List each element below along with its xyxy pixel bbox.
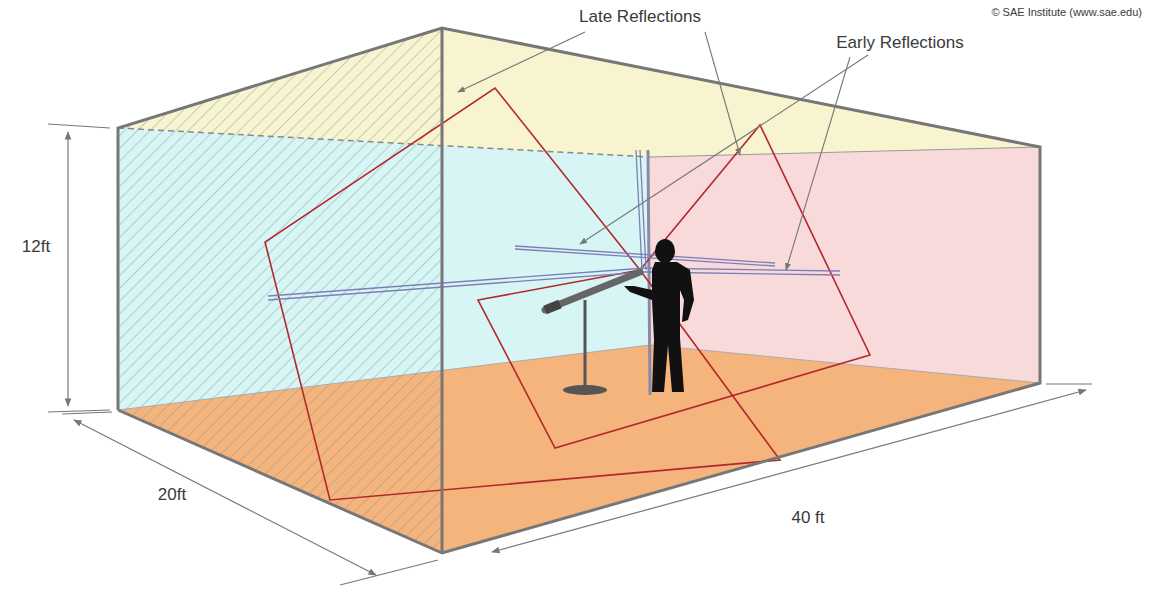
hidden-edge: [118, 128, 650, 157]
leader-line: [458, 32, 585, 92]
room-edge: [118, 345, 650, 410]
person-silhouette: [624, 239, 694, 392]
extension-line: [340, 560, 438, 585]
early-reflection-ray: [640, 150, 646, 270]
callout-label: Late Reflections: [579, 8, 701, 27]
leader-line: [705, 32, 740, 155]
length-dimension: [492, 390, 1086, 552]
room-outline: [118, 28, 1040, 553]
late-reflections: [265, 88, 870, 500]
extension-line: [62, 412, 112, 414]
leader-lines: [458, 32, 868, 270]
late-reflection-path: [478, 125, 870, 448]
leader-line: [786, 57, 850, 270]
extension-line: [1046, 383, 1092, 384]
dimension-label: 40 ft: [791, 509, 824, 528]
width-dimension: [74, 420, 376, 575]
right-wall: [650, 147, 1040, 383]
early-reflections: [268, 150, 840, 300]
extension-line: [48, 124, 110, 128]
extension-line: [48, 410, 110, 412]
room-edge: [650, 147, 1040, 157]
dimension-label: 20ft: [158, 486, 186, 505]
dimension-label: 12ft: [22, 238, 50, 257]
callout-label: Early Reflections: [836, 34, 964, 53]
late-reflection-path: [265, 88, 780, 500]
microphone-stand: [545, 272, 640, 395]
copyright-notice: © SAE Institute (www.sae.edu): [991, 6, 1142, 18]
height-dimension: [67, 132, 68, 406]
